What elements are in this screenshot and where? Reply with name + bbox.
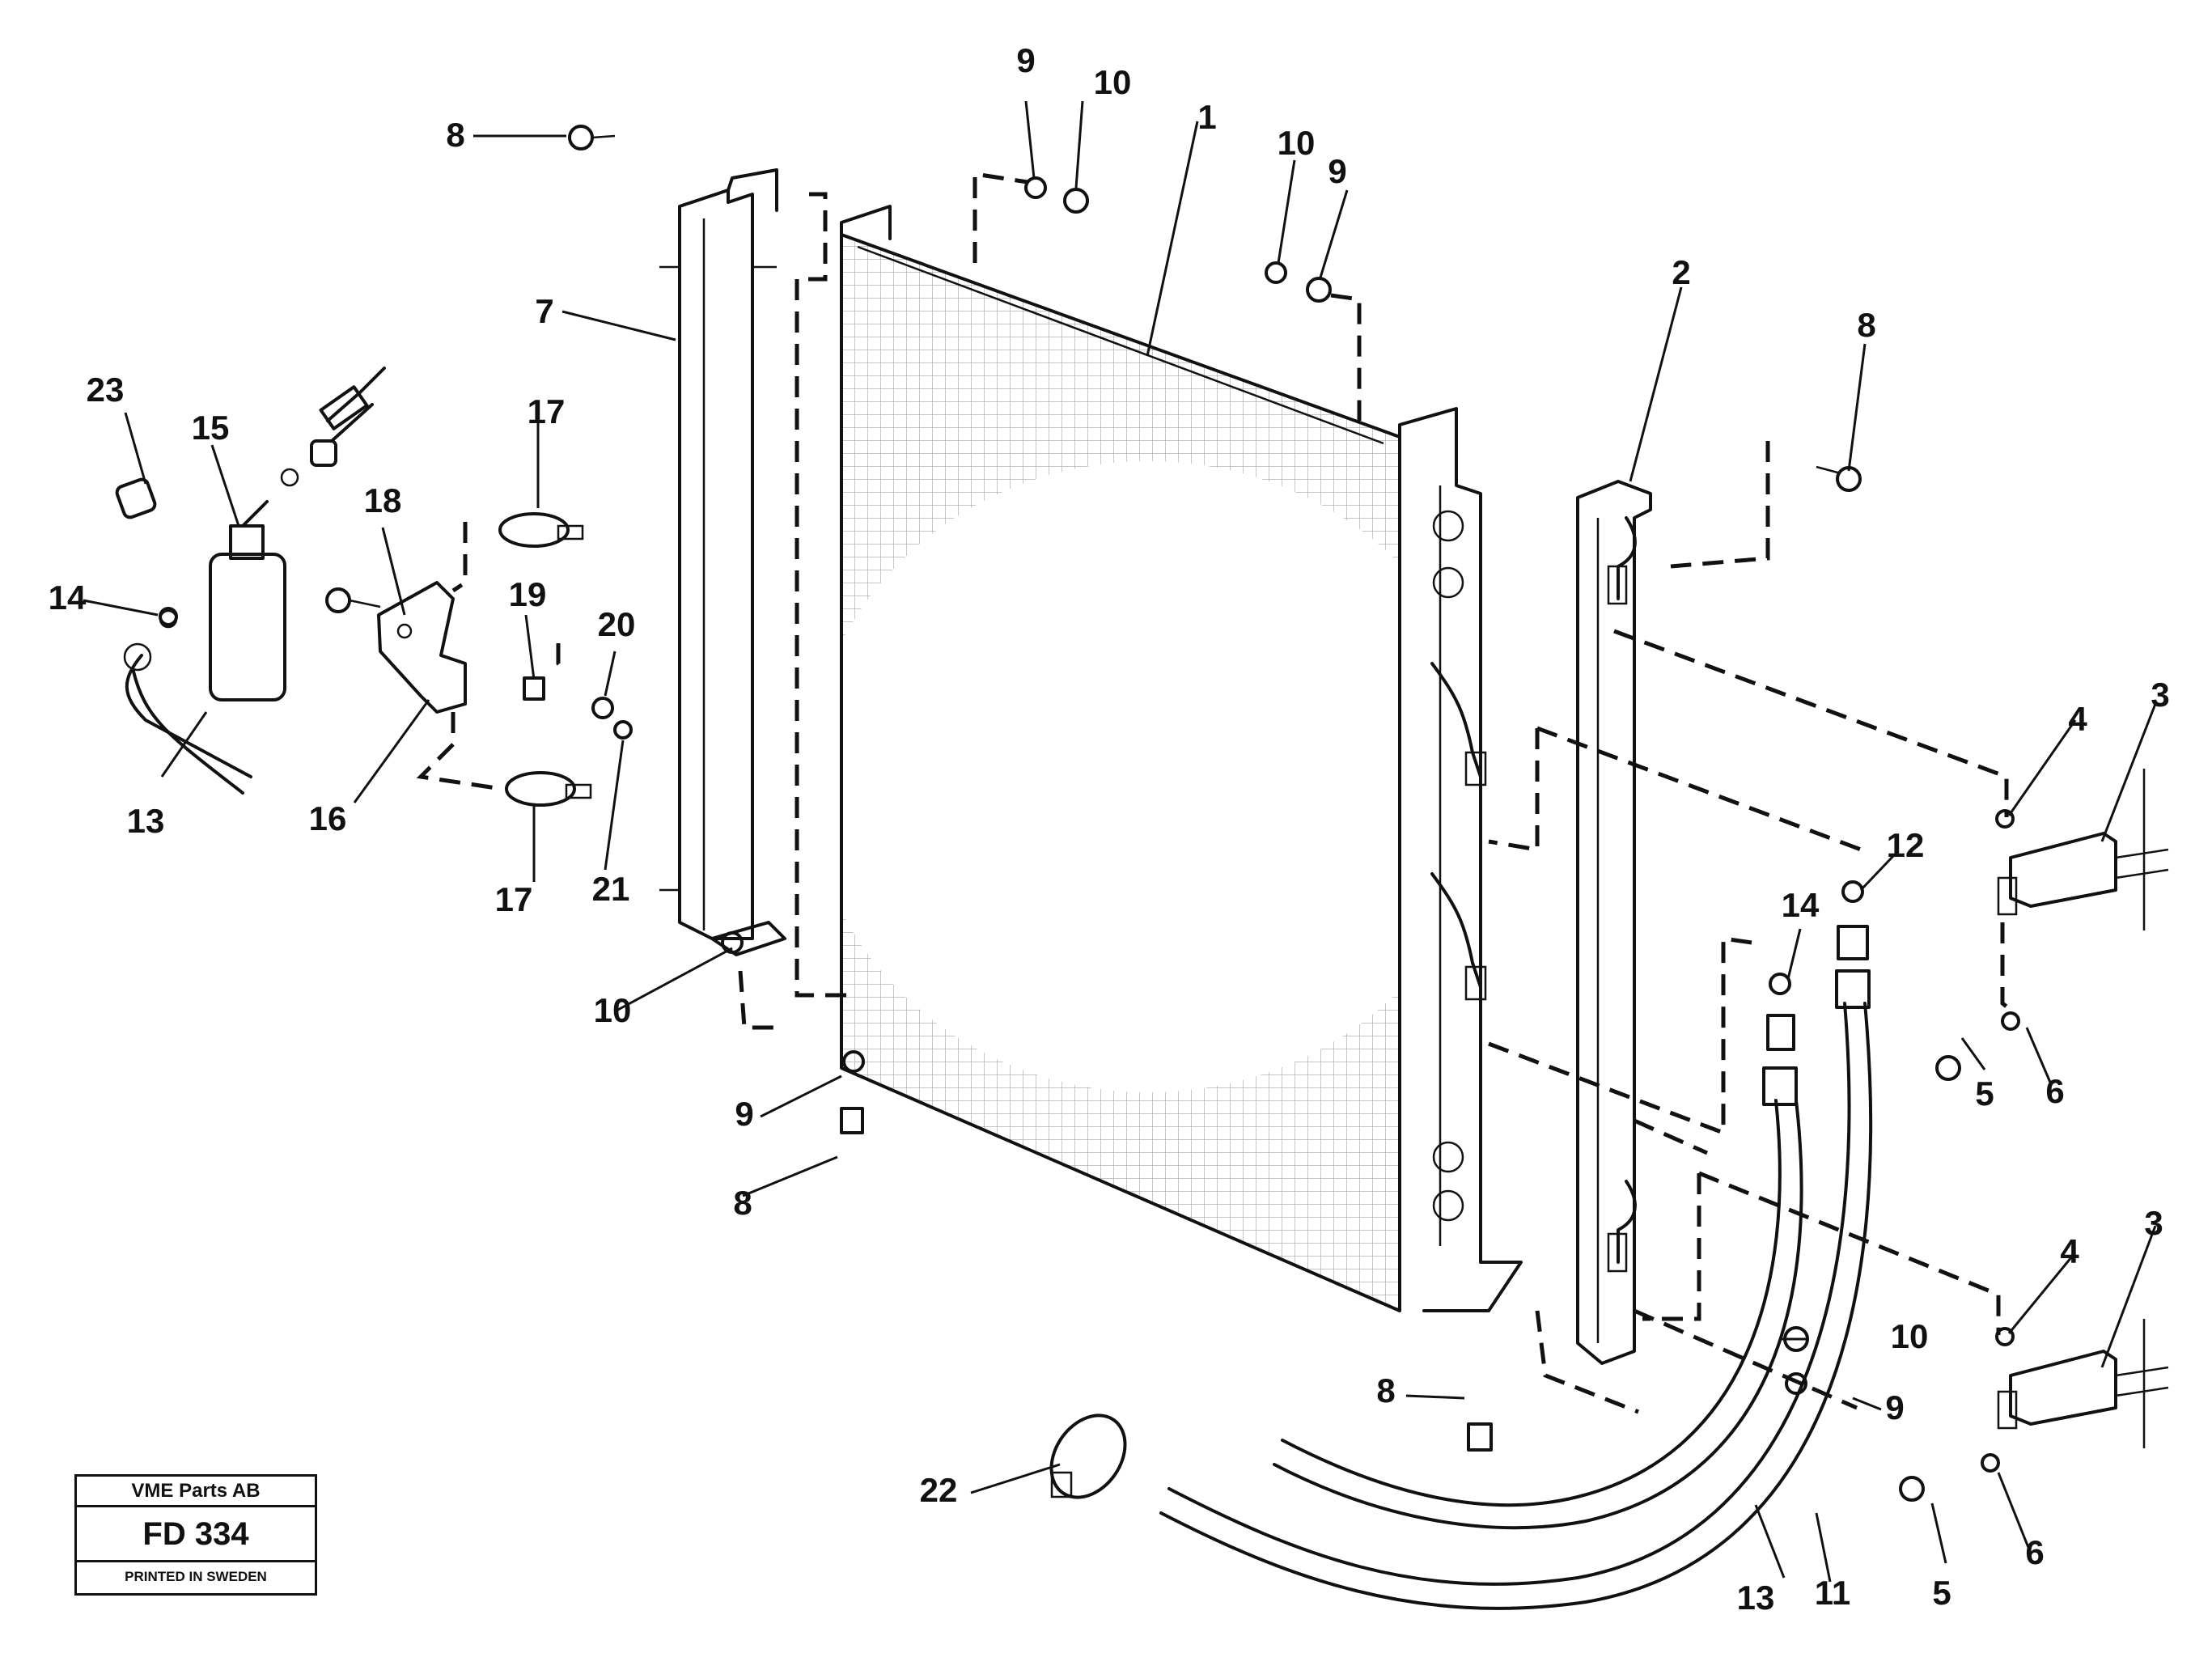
- callout-8: 8: [446, 116, 464, 154]
- callout-19: 19: [509, 575, 547, 613]
- callout-7: 7: [535, 292, 553, 330]
- hose-13-left: [123, 609, 252, 795]
- condenser-right-end: [1398, 407, 1523, 1312]
- clamp-22: [1049, 1414, 1127, 1499]
- fasteners: [159, 125, 2020, 1502]
- callout-3: 3: [2144, 1204, 2163, 1242]
- right-side-panel: [1576, 480, 1652, 1365]
- callout-6: 6: [2025, 1533, 2044, 1571]
- callout-4: 4: [2060, 1232, 2079, 1270]
- hose-13-right: [1273, 1014, 1803, 1530]
- callout-14: 14: [49, 579, 87, 617]
- callout-20: 20: [598, 605, 636, 643]
- callout-14: 14: [1782, 886, 1820, 924]
- callout-10: 10: [594, 991, 632, 1029]
- callout-8: 8: [733, 1184, 752, 1222]
- callout-9: 9: [1885, 1388, 1904, 1426]
- callout-13: 13: [127, 802, 165, 840]
- title-block: VME Parts AB FD 334 PRINTED IN SWEDEN: [74, 1474, 317, 1596]
- callout-8: 8: [1376, 1371, 1395, 1409]
- callout-12: 12: [1887, 826, 1925, 864]
- mounting-plate-16: [377, 581, 467, 714]
- assembly-lines: [416, 172, 2016, 1414]
- callout-3: 3: [2151, 676, 2169, 714]
- callout-2: 2: [1672, 253, 1690, 291]
- callout-23: 23: [87, 371, 125, 409]
- callout-9: 9: [735, 1095, 753, 1133]
- receiver-drier: [115, 367, 386, 701]
- callout-6: 6: [2045, 1072, 2064, 1110]
- leader-lines: [83, 100, 2157, 1583]
- hinge-bracket-upper: [1997, 769, 2169, 930]
- callout-15: 15: [192, 409, 230, 447]
- callout-16: 16: [309, 799, 347, 837]
- callout-10: 10: [1278, 124, 1316, 162]
- clamp-lower: [505, 771, 592, 807]
- callout-5: 5: [1975, 1074, 1994, 1113]
- callout-17: 17: [528, 392, 566, 430]
- callout-10: 10: [1891, 1317, 1929, 1355]
- left-side-panel: [659, 168, 786, 956]
- callout-4: 4: [2068, 700, 2087, 738]
- clamp-upper: [498, 512, 584, 548]
- hose-11: [1159, 925, 1873, 1610]
- hinge-bracket-lower: [1997, 1319, 2169, 1448]
- callout-13: 13: [1737, 1579, 1775, 1617]
- callout-22: 22: [920, 1471, 958, 1509]
- callout-17: 17: [495, 880, 533, 918]
- company-name: VME Parts AB: [77, 1477, 315, 1507]
- callout-9: 9: [1016, 41, 1035, 79]
- printed-in-note: PRINTED IN SWEDEN: [125, 1569, 267, 1584]
- drawing-code: FD 334: [77, 1507, 315, 1562]
- callout-1: 1: [1197, 98, 1216, 136]
- callout-9: 9: [1328, 152, 1346, 190]
- callout-11: 11: [1815, 1574, 1850, 1612]
- condenser-core: [809, 205, 1489, 1312]
- callout-18: 18: [364, 481, 402, 519]
- callout-21: 21: [592, 870, 630, 908]
- callout-8: 8: [1857, 306, 1875, 344]
- callout-labels: 1 2 3 3 4 4 5 5 6 6 7 8 8 8 8 9 9 9 9 10…: [49, 41, 2170, 1617]
- callout-10: 10: [1094, 63, 1132, 101]
- callout-5: 5: [1932, 1574, 1951, 1612]
